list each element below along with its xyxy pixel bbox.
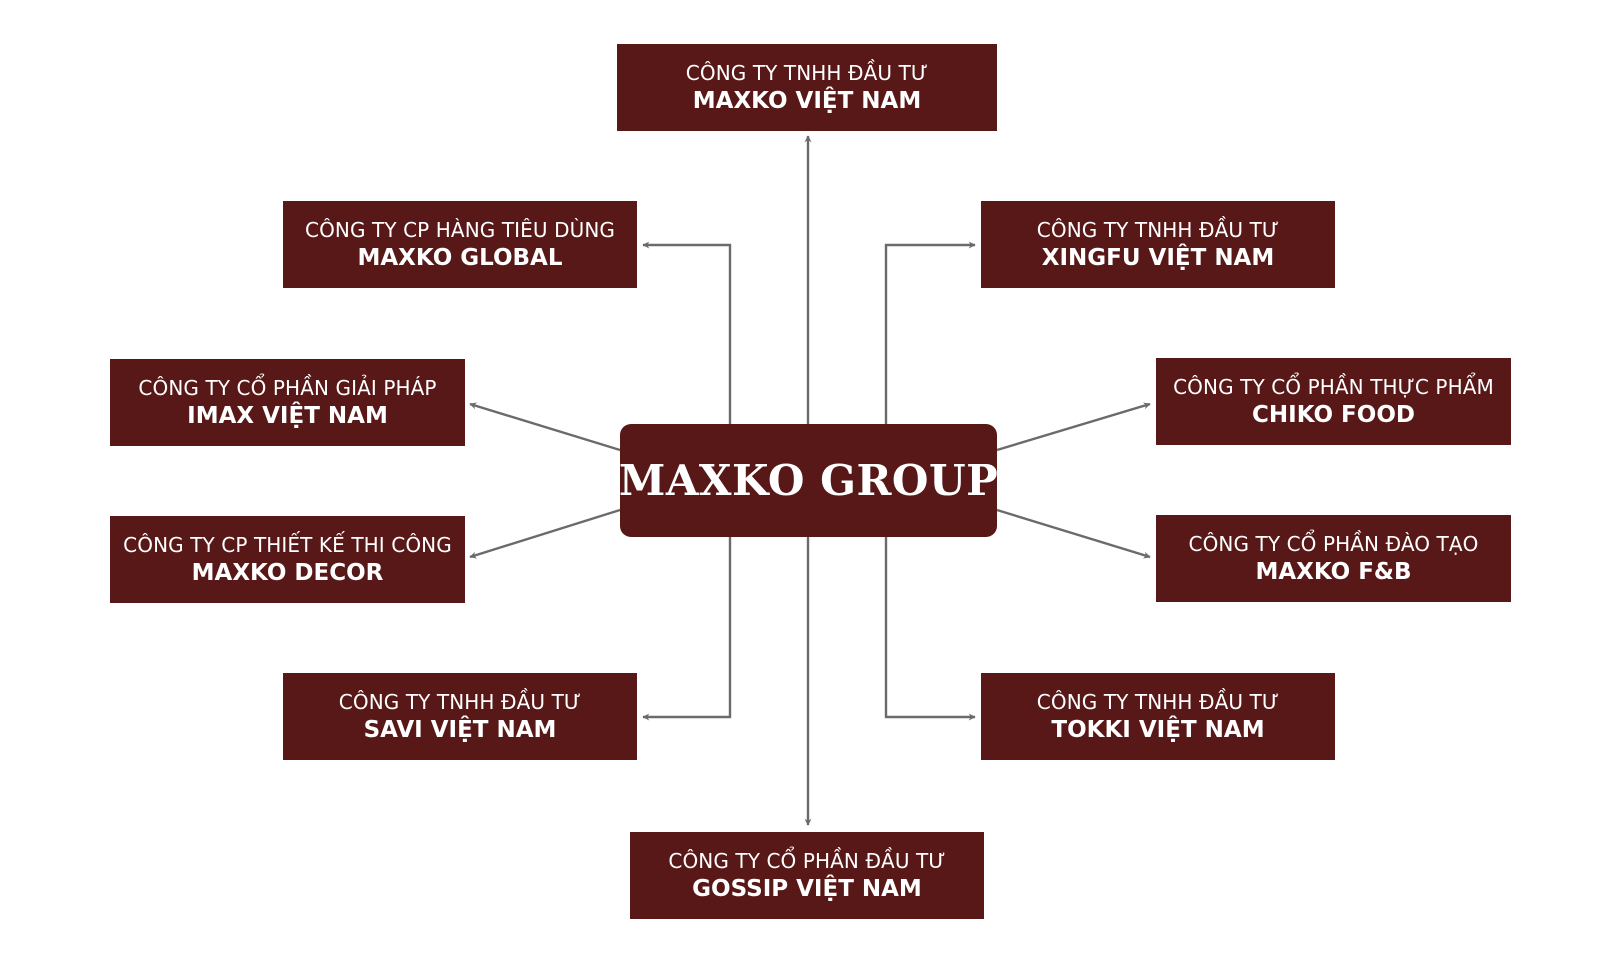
company-name-label: GOSSIP VIỆT NAM [692,875,922,902]
connector-to-imax-viet-nam [469,402,621,452]
company-box-maxko-fnb: CÔNG TY CỔ PHẦN ĐÀO TẠO MAXKO F&B [1156,515,1511,602]
company-type-label: CÔNG TY TNHH ĐẦU TƯ [685,60,929,85]
company-box-maxko-viet-nam: CÔNG TY TNHH ĐẦU TƯ MAXKO VIỆT NAM [617,44,997,131]
connector-to-xingfu-viet-nam [884,241,976,424]
company-type-label: CÔNG TY CỔ PHẦN GIẢI PHÁP [138,375,437,400]
company-box-tokki-viet-nam: CÔNG TY TNHH ĐẦU TƯ TOKKI VIỆT NAM [981,673,1335,760]
company-box-imax-viet-nam: CÔNG TY CỔ PHẦN GIẢI PHÁP IMAX VIỆT NAM [110,359,465,446]
company-type-label: CÔNG TY CỔ PHẦN ĐÀO TẠO [1188,531,1479,556]
company-type-label: CÔNG TY TNHH ĐẦU TƯ [338,689,582,714]
company-name-label: SAVI VIỆT NAM [363,716,557,743]
connector-to-maxko-global [642,241,732,424]
connector-to-savi-viet-nam [642,537,732,721]
maxko-group-center-box: MAXKO GROUP [618,424,999,537]
company-name-label: TOKKI VIỆT NAM [1051,716,1265,743]
company-type-label: CÔNG TY TNHH ĐẦU TƯ [1036,217,1280,242]
company-name-label: MAXKO DECOR [191,559,384,586]
company-name-label: XINGFU VIỆT NAM [1041,244,1275,271]
company-name-label: MAXKO GLOBAL [357,244,563,271]
company-box-gossip-viet-nam: CÔNG TY CỔ PHẦN ĐẦU TƯ GOSSIP VIỆT NAM [630,832,984,919]
company-type-label: CÔNG TY CỔ PHẦN THỰC PHẨM [1173,374,1494,399]
company-name-label: IMAX VIỆT NAM [187,402,388,429]
center-label: MAXKO GROUP [618,456,999,505]
company-type-label: CÔNG TY CP THIẾT KẾ THI CÔNG [123,532,452,557]
company-box-maxko-global: CÔNG TY CP HÀNG TIÊU DÙNG MAXKO GLOBAL [283,201,637,288]
company-type-label: CÔNG TY CP HÀNG TIÊU DÙNG [305,217,615,242]
connector-to-tokki-viet-nam [884,537,976,721]
company-name-label: MAXKO VIỆT NAM [692,87,922,114]
company-box-savi-viet-nam: CÔNG TY TNHH ĐẦU TƯ SAVI VIỆT NAM [283,673,637,760]
connector-to-maxko-fnb [996,508,1151,559]
company-type-label: CÔNG TY CỔ PHẦN ĐẦU TƯ [668,848,946,873]
company-box-xingfu-viet-nam: CÔNG TY TNHH ĐẦU TƯ XINGFU VIỆT NAM [981,201,1335,288]
company-name-label: CHIKO FOOD [1252,401,1415,428]
connector-to-maxko-decor [469,508,621,559]
connector-to-chiko-food [996,402,1151,452]
company-box-chiko-food: CÔNG TY CỔ PHẦN THỰC PHẨM CHIKO FOOD [1156,358,1511,445]
company-name-label: MAXKO F&B [1255,558,1412,585]
company-box-maxko-decor: CÔNG TY CP THIẾT KẾ THI CÔNG MAXKO DECOR [110,516,465,603]
company-type-label: CÔNG TY TNHH ĐẦU TƯ [1036,689,1280,714]
